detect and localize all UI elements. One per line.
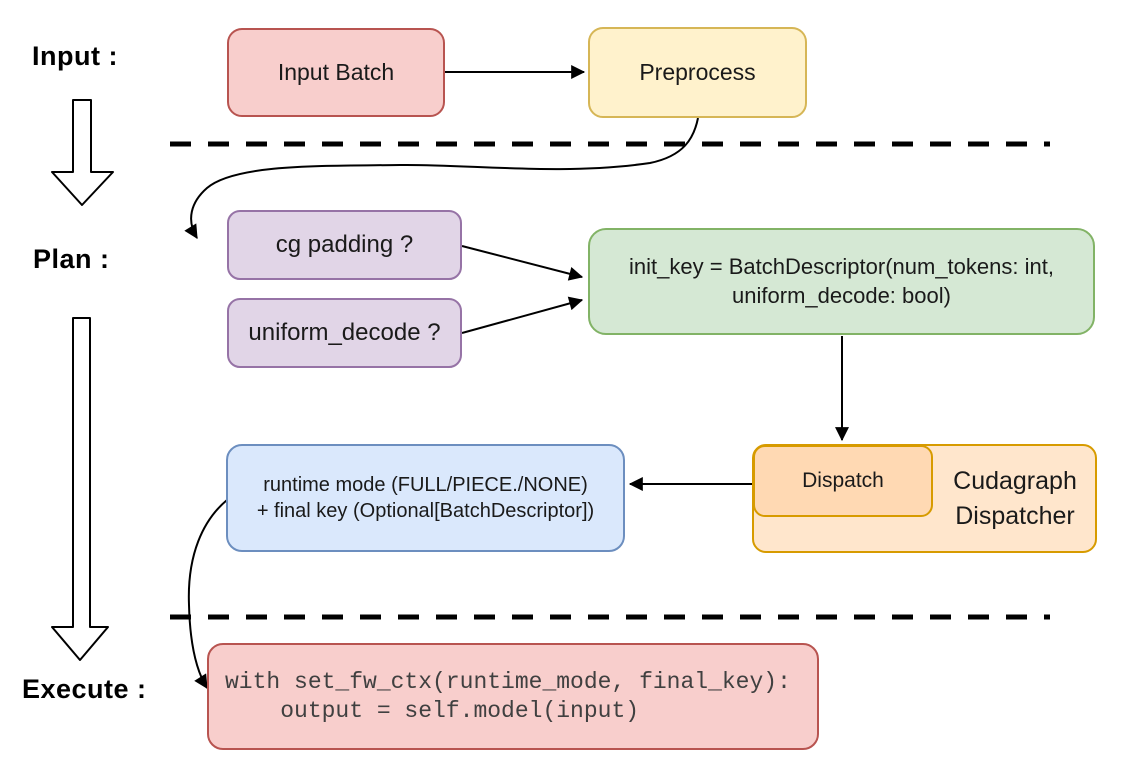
edge-uniform-decode-to-init-key — [461, 296, 584, 334]
node-preprocess-label: Preprocess — [639, 59, 756, 86]
execute-code-line2: output = self.model(input) — [225, 697, 640, 724]
node-init-key-line1: init_key = BatchDescriptor(num_tokens: i… — [629, 253, 1054, 279]
input-to-plan-hollow-arrow-icon — [51, 99, 114, 206]
cudagraph-dispatcher-line1: Cudagraph — [953, 467, 1077, 495]
plan-to-execute-hollow-arrow-icon — [51, 317, 109, 661]
node-input-batch: Input Batch — [227, 28, 445, 117]
node-cudagraph-dispatcher-label: Cudagraph Dispatcher — [933, 444, 1097, 553]
node-execute-code: with set_fw_ctx(runtime_mode, final_key)… — [207, 643, 819, 750]
stage-label-execute: Execute : — [22, 674, 147, 704]
node-input-batch-label: Input Batch — [277, 59, 395, 86]
node-dispatch: Dispatch — [753, 445, 933, 517]
node-cg-padding: cg padding ? — [227, 210, 462, 280]
cudagraph-dispatcher-line2: Dispatcher — [955, 501, 1075, 530]
node-dispatch-label: Dispatch — [802, 468, 884, 492]
node-runtime-mode-line1: runtime mode (FULL/PIECE./NONE) — [263, 473, 588, 496]
stage-label-input: Input : — [32, 41, 118, 71]
node-runtime-mode-line2: + final key (Optional[BatchDescriptor]) — [256, 500, 595, 522]
edge-preprocess-to-cg-padding — [184, 117, 699, 239]
edge-cg-padding-to-init-key — [461, 245, 584, 281]
node-init-key: init_key = BatchDescriptor(num_tokens: i… — [588, 228, 1095, 335]
execute-code-line1: with set_fw_ctx(runtime_mode, final_key)… — [225, 668, 791, 695]
edge-runtime-mode-to-execute-code — [187, 499, 228, 689]
node-preprocess: Preprocess — [588, 27, 807, 118]
stage-label-plan: Plan : — [33, 244, 110, 274]
node-uniform-decode: uniform_decode ? — [227, 298, 462, 368]
node-uniform-decode-label: uniform_decode ? — [248, 319, 441, 346]
node-init-key-line2: uniform_decode: bool) — [732, 282, 951, 308]
node-runtime-mode: runtime mode (FULL/PIECE./NONE) + final … — [226, 444, 625, 552]
node-cg-padding-label: cg padding ? — [275, 231, 414, 258]
